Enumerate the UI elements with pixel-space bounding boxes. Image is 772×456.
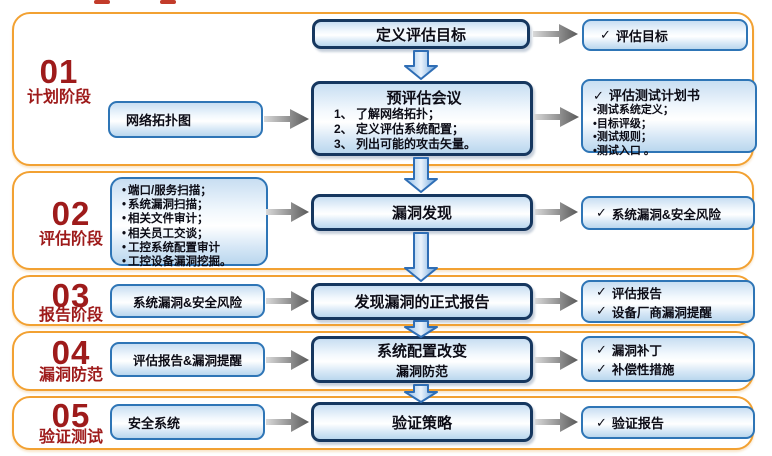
phase-01-label: 计划阶段: [26, 89, 91, 106]
arrow-right-icon: [266, 200, 310, 224]
security-system-input-box: 安全系统: [110, 404, 265, 440]
define-goal-label: 定义评估目标: [375, 26, 466, 44]
check-icon: ✓: [596, 205, 607, 220]
config-change-line: 漏洞防范: [395, 363, 448, 379]
report-result-item: 评估报告: [611, 286, 662, 301]
phase-03-number: 03: [51, 277, 91, 314]
meeting-item: 2、 定义评估系统配置；: [334, 121, 465, 136]
bullet-icon: •: [593, 144, 597, 157]
verification-report-box: ✓ 验证报告: [581, 406, 755, 439]
patch-result-item: 补偿性措施: [611, 363, 675, 377]
arrow-down-icon: [403, 320, 439, 338]
pre-assessment-meeting-box: 预评估会议 1、 了解网络拓扑； 2、 定义评估系统配置； 3、 列出可能的攻击…: [311, 81, 533, 156]
arrow-right-icon: [535, 348, 579, 372]
goal-result-label: 评估目标: [615, 28, 668, 44]
bullet-icon: •: [122, 199, 127, 212]
top-edge-artifact: [94, 0, 110, 4]
verification-strategy-box: 验证策略: [311, 402, 533, 442]
check-icon: ✓: [593, 88, 604, 103]
arrow-down-icon: [403, 232, 439, 282]
goal-result-box: ✓ 评估目标: [582, 19, 748, 51]
bullet-icon: •: [122, 185, 127, 197]
phase-04-label: 漏洞防范: [38, 367, 103, 384]
define-goal-box: 定义评估目标: [312, 19, 530, 49]
verification-strategy-label: 验证策略: [391, 414, 452, 432]
bullet-icon: •: [122, 241, 127, 254]
arrow-right-icon: [535, 200, 579, 224]
arrow-right-icon: [264, 107, 310, 131]
arrow-right-icon: [535, 410, 579, 434]
checklist-item: 相关文件审计；: [128, 213, 209, 226]
phase-03-label: 报告阶段: [38, 307, 103, 324]
bullet-icon: •: [122, 227, 127, 240]
system-vuln-risk-result-box: ✓ 系统漏洞&安全风险: [581, 196, 755, 230]
arrow-right-icon: [533, 22, 579, 46]
check-icon: ✓: [596, 284, 607, 299]
check-icon: ✓: [596, 360, 607, 376]
bullet-icon: •: [593, 104, 597, 116]
config-change-box: 系统配置改变 漏洞防范: [311, 336, 533, 383]
formal-report-label: 发现漏洞的正式报告: [354, 294, 490, 311]
arrow-right-icon: [266, 348, 310, 372]
report-reminder-input-label: 评估报告&漏洞提醒: [132, 354, 243, 368]
phase-01-number: 01: [39, 53, 79, 90]
plan-title: 评估测试计划书: [608, 88, 700, 103]
bullet-icon: •: [122, 256, 127, 269]
patch-result-item: 漏洞补丁: [611, 344, 662, 358]
phase-04-number: 04: [51, 334, 91, 371]
checklist-item: 工控设备漏洞挖掘。: [128, 256, 232, 269]
arrow-down-icon: [403, 50, 439, 80]
plan-item: 测试入口 。: [596, 144, 655, 157]
checklist-item: 相关员工交谈；: [128, 227, 209, 240]
assessment-plan-box: ✓ 评估测试计划书 •测试系统定义； •目标评级； •测试规则； •测试入口 。: [581, 79, 757, 157]
config-change-line: 系统配置改变: [376, 342, 467, 360]
meeting-item: 3、 列出可能的攻击矢量。: [334, 136, 477, 151]
plan-item: 测试规则；: [596, 131, 652, 144]
checklist-item: 系统漏洞扫描；: [128, 199, 209, 212]
formal-report-box: 发现漏洞的正式报告: [311, 283, 533, 320]
verification-report-label: 验证报告: [611, 416, 664, 431]
security-system-label: 安全系统: [128, 415, 181, 431]
meeting-title: 预评估会议: [386, 90, 462, 107]
phase-05-number: 05: [51, 397, 91, 434]
network-topology-label: 网络拓扑图: [126, 113, 192, 128]
bullet-icon: •: [122, 213, 127, 226]
arrow-right-icon: [534, 105, 580, 129]
scan-checklist-box: •端口/服务扫描； •系统漏洞扫描； •相关文件审计； •相关员工交谈； •工控…: [110, 177, 268, 269]
system-vuln-risk-label: 系统漏洞&安全风险: [611, 207, 721, 222]
report-result-item: 设备厂商漏洞提醒: [611, 305, 712, 320]
check-icon: ✓: [596, 303, 607, 318]
arrow-down-icon: [403, 157, 439, 193]
report-reminder-input-box: 评估报告&漏洞提醒: [110, 342, 265, 377]
bullet-icon: •: [593, 117, 597, 130]
check-icon: ✓: [596, 414, 607, 430]
phase-02-label: 评估阶段: [38, 231, 103, 248]
vuln-risk-input-box: 系统漏洞&安全风险: [110, 284, 265, 318]
arrow-right-icon: [535, 289, 579, 313]
arrow-right-icon: [266, 410, 310, 434]
vulnerability-discovery-box: 漏洞发现: [311, 194, 533, 231]
patch-results-box: ✓ 漏洞补丁 ✓ 补偿性措施: [581, 336, 755, 382]
arrow-down-icon: [403, 384, 439, 403]
report-results-box: ✓ 评估报告 ✓ 设备厂商漏洞提醒: [581, 280, 755, 323]
checklist-item: 工控系统配置审计: [128, 241, 221, 254]
plan-item: 目标评级；: [596, 117, 652, 130]
network-topology-box: 网络拓扑图: [108, 101, 263, 138]
phase-05-label: 验证测试: [38, 429, 103, 446]
check-icon: ✓: [596, 341, 607, 357]
vuln-risk-input-label: 系统漏洞&安全风险: [132, 295, 243, 310]
meeting-item: 1、 了解网络拓扑；: [334, 107, 441, 121]
phase-02-number: 02: [51, 195, 91, 232]
check-icon: ✓: [600, 27, 611, 42]
plan-item: 测试系统定义；: [596, 104, 674, 116]
top-edge-artifact: [160, 0, 176, 4]
checklist-item: 端口/服务扫描；: [128, 185, 212, 197]
vulnerability-discovery-label: 漏洞发现: [391, 205, 452, 222]
arrow-right-icon: [266, 289, 310, 313]
bullet-icon: •: [593, 131, 597, 144]
